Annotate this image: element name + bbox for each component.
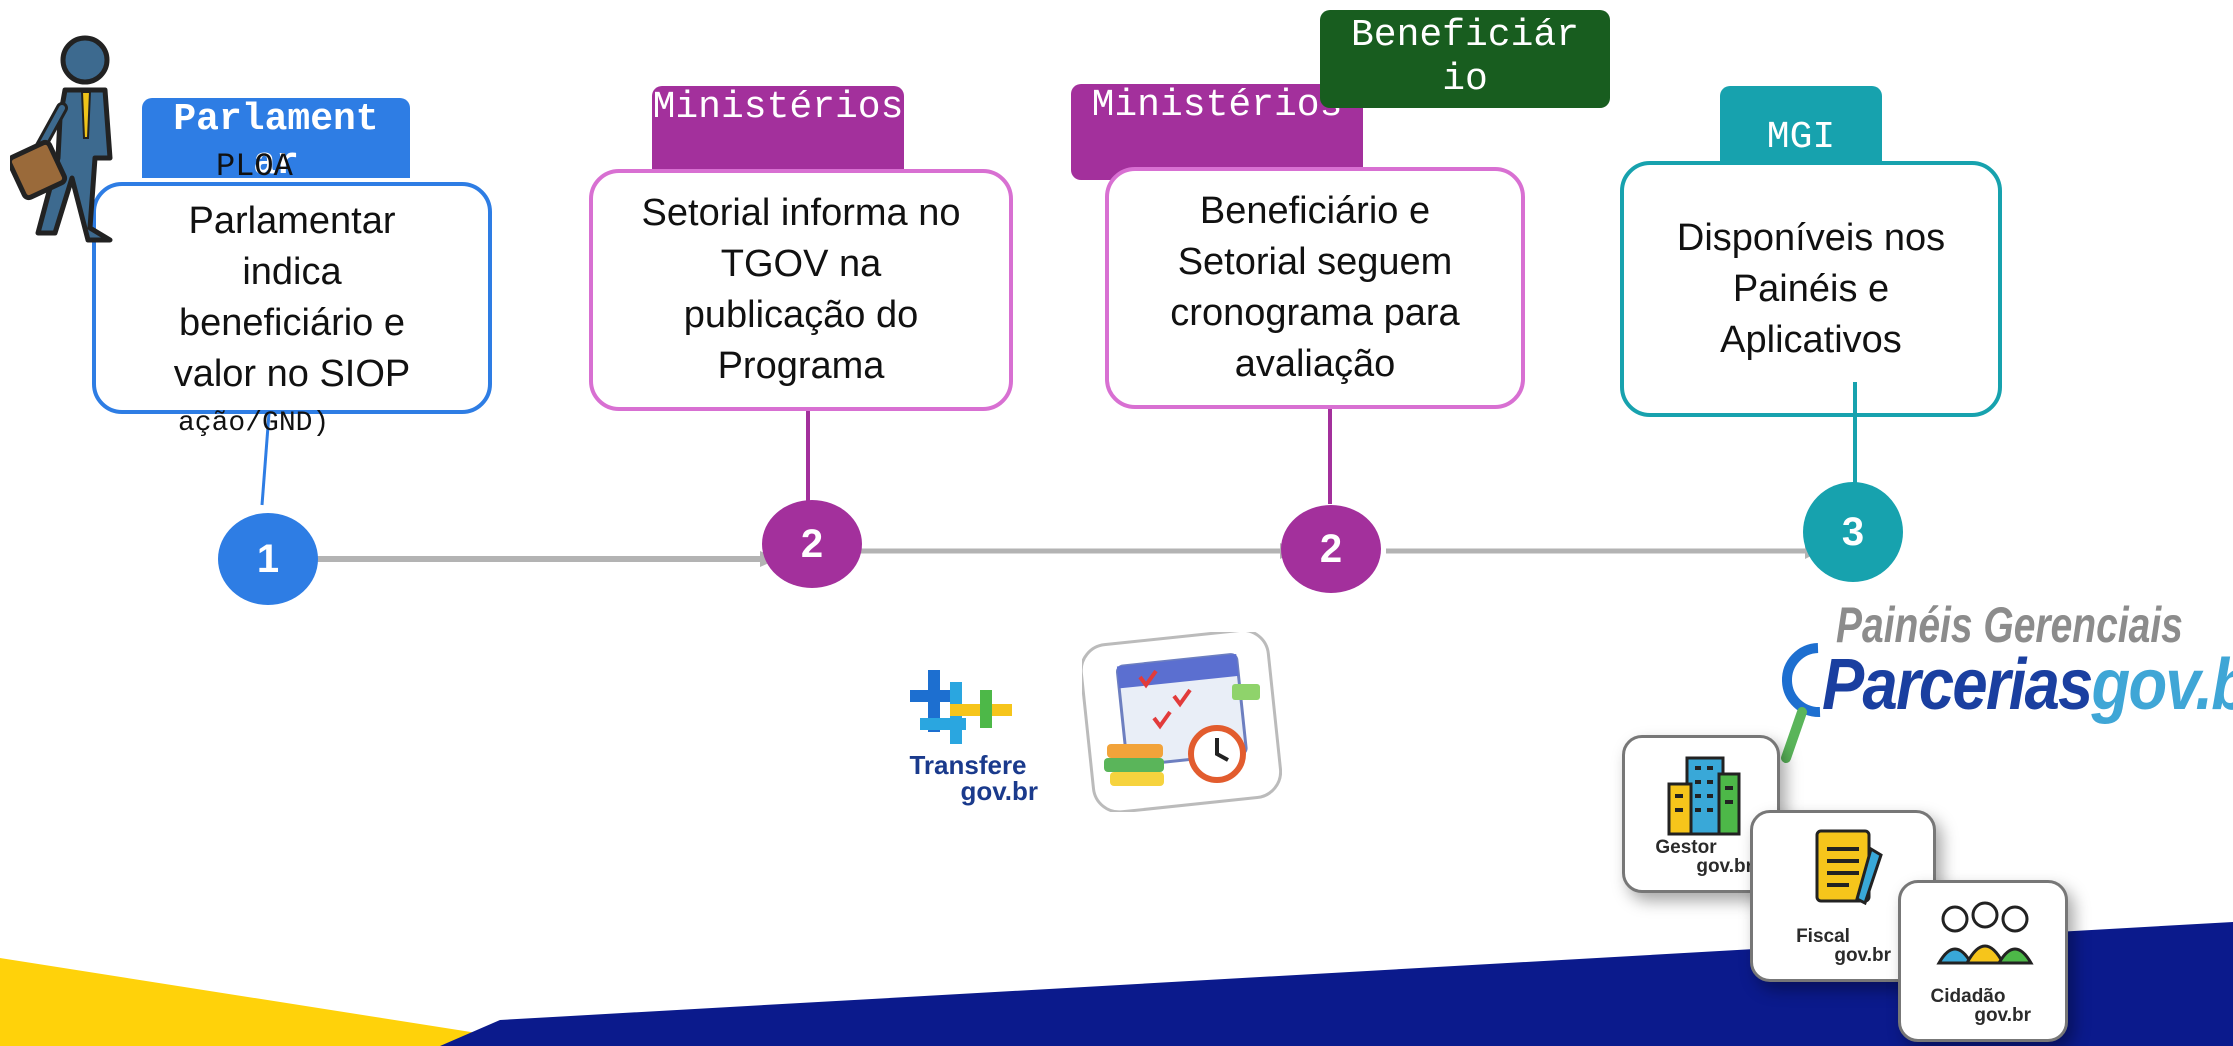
step2-card: Setorial informa no TGOV na publicação d… xyxy=(589,169,1013,411)
step4-card: Disponíveis nos Painéis e Aplicativos xyxy=(1620,161,2002,417)
transfere-line1: Transfere xyxy=(909,750,1027,780)
paineis-gerenciais-title: Painéis Gerenciais xyxy=(1836,597,2183,653)
step3-connector xyxy=(1328,409,1332,504)
step2-connector xyxy=(806,411,810,503)
step1-line: indica xyxy=(242,251,342,293)
step1-card: Parlamentar indica beneficiário e valor … xyxy=(92,182,492,414)
step1-below-text: ação/GND) xyxy=(178,408,330,439)
step2-tag: Ministérios xyxy=(652,86,904,178)
app-name: Gestor xyxy=(1655,837,1717,858)
step3-line: avaliação xyxy=(1234,343,1396,385)
step3-line: Setorial seguem xyxy=(1177,241,1453,283)
businessman-icon xyxy=(10,35,113,243)
transfere-logo-icon xyxy=(910,670,1012,744)
step1-line: beneficiário e xyxy=(178,302,406,344)
app-suffix: gov.br xyxy=(1974,1005,2031,1026)
app-name: Cidadão xyxy=(1930,986,2006,1007)
step3-line: Beneficiário e xyxy=(1199,190,1431,232)
step3-number: 2 xyxy=(1281,505,1381,593)
step3-card: Beneficiário e Setorial seguem cronogram… xyxy=(1105,167,1525,409)
step1-tag-extra: PLOA xyxy=(216,148,293,185)
app-name: Fiscal xyxy=(1796,926,1850,947)
clipboard-icon xyxy=(1815,829,1883,906)
step1-tag: Parlament ar xyxy=(142,98,410,178)
parcerias-word: Parcerias xyxy=(1822,645,2093,725)
step4-line: Disponíveis nos xyxy=(1676,216,1946,259)
building-icon xyxy=(1667,756,1741,836)
step1-number: 1 xyxy=(218,513,318,605)
parcerias-logo-text: Parceriasgov.br xyxy=(1822,644,2233,726)
calendar-icon xyxy=(1082,632,1282,812)
step3-line: cronograma para xyxy=(1170,292,1460,334)
step2-number: 2 xyxy=(762,500,862,588)
step2-line: TGOV na xyxy=(720,243,882,285)
app-suffix: gov.br xyxy=(1834,945,1891,966)
transfere-line2: gov.br xyxy=(960,776,1038,806)
step4-line: Aplicativos xyxy=(1720,318,1902,361)
app-card-cidadao: Cidadão gov.br xyxy=(1898,880,2068,1042)
step4-line: Painéis e xyxy=(1732,267,1890,310)
step4-connector xyxy=(1853,382,1857,486)
step1-line: Parlamentar xyxy=(188,200,396,242)
step3-tag-beneficiario: Beneficiário xyxy=(1320,10,1610,108)
step4-number: 3 xyxy=(1803,482,1903,582)
govbr-word: gov.br xyxy=(2091,645,2233,725)
step2-line: Programa xyxy=(717,345,885,387)
step2-line: Setorial informa no xyxy=(641,192,961,234)
transfere-text: Transfere gov.br xyxy=(898,752,1038,804)
step1-line: valor no SIOP xyxy=(173,353,411,395)
people-icon xyxy=(1936,901,2034,965)
step3-tag: Ministérios xyxy=(1071,84,1363,180)
magnifier-icon xyxy=(1781,643,1821,763)
step2-line: publicação do xyxy=(683,294,919,336)
app-suffix: gov.br xyxy=(1696,856,1753,877)
